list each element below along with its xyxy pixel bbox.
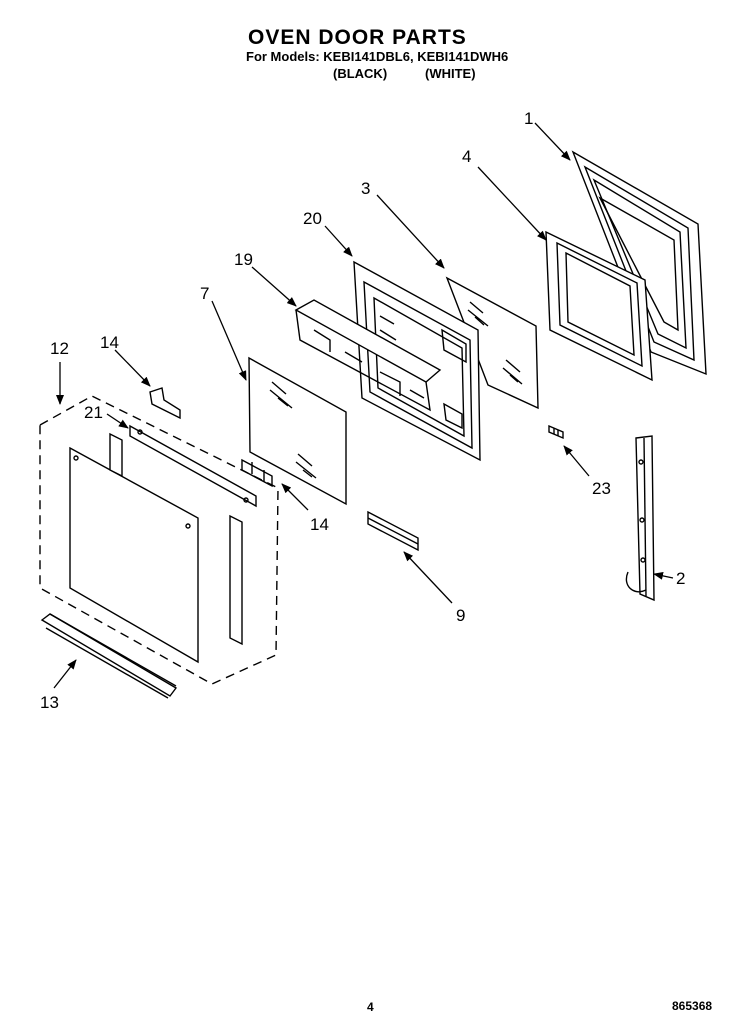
callout-23: 23 [592,479,611,498]
part-2-hinge [625,435,655,602]
part-12-outer-door-assembly [39,395,279,685]
callout-12: 12 [50,339,69,358]
callout-14-upper: 14 [100,333,119,352]
part-14-upper-clip [149,387,181,420]
part-23-bracket [548,424,564,440]
page-number: 4 [367,1000,374,1014]
finish-white-label: (WHITE) [425,66,476,81]
part-9-vent-trim [367,510,419,552]
callout-1: 1 [524,109,533,128]
part-4-door-gasket [545,230,653,382]
part-19-shield [294,299,442,412]
part-7-inner-glass [248,356,347,506]
callout-labels: 1 4 3 20 19 7 12 14 21 14 23 2 9 13 [40,109,685,712]
callout-3: 3 [361,179,370,198]
callout-7: 7 [200,284,209,303]
callout-4: 4 [462,147,471,166]
leader-lines [53,122,674,689]
part-13-door-handle [40,613,178,699]
document-number: 865368 [672,999,713,1013]
models-line: For Models: KEBI141DBL6, KEBI141DWH6 [246,49,509,64]
callout-20: 20 [303,209,322,228]
callout-19: 19 [234,250,253,269]
finish-black-label: (BLACK) [333,66,388,81]
callout-9: 9 [456,606,465,625]
part-14-lower-clip [241,458,273,488]
page-title: OVEN DOOR PARTS [248,26,467,49]
callout-14-lower: 14 [310,515,329,534]
callout-21: 21 [84,403,103,422]
callout-13: 13 [40,693,59,712]
callout-2: 2 [676,569,685,588]
